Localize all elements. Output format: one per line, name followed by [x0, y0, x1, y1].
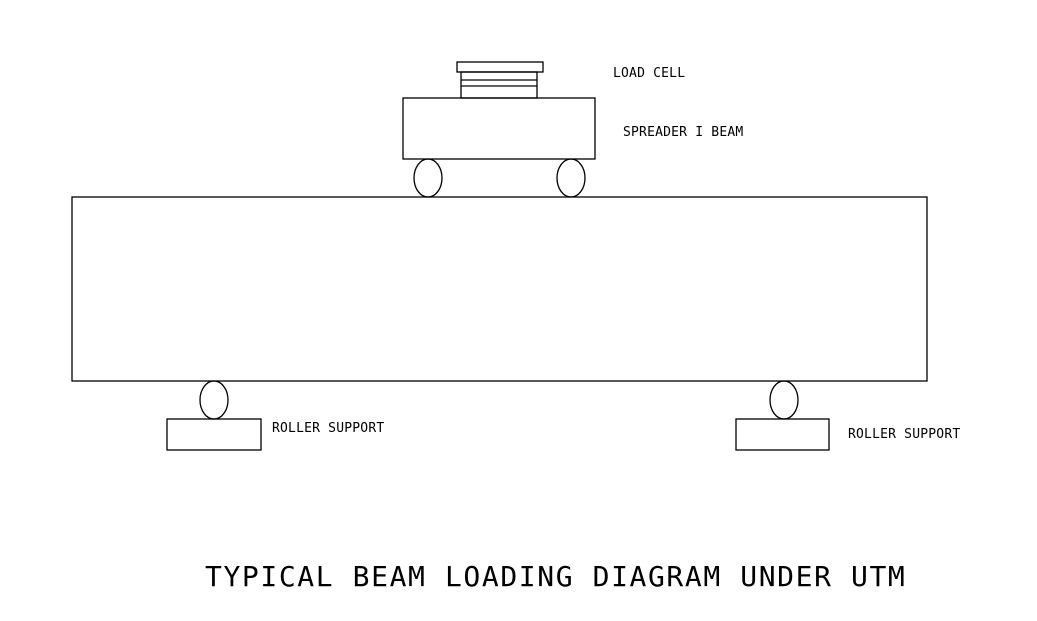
- spreader-beam-label: SPREADER I BEAM: [623, 125, 743, 140]
- diagram-title: TYPICAL BEAM LOADING DIAGRAM UNDER UTM: [205, 560, 906, 593]
- bottom-roller-right: [769, 380, 799, 420]
- load-cell-label: LOAD CELL: [613, 66, 685, 81]
- top-roller-left: [413, 158, 443, 198]
- load-cell-body: [460, 71, 538, 99]
- support-block-left: [166, 418, 262, 451]
- roller-support-label-left: ROLLER SUPPORT: [272, 421, 384, 436]
- bottom-roller-left: [199, 380, 229, 420]
- support-block-right: [735, 418, 830, 451]
- load-cell-top-plate: [456, 61, 544, 73]
- test-beam: [71, 196, 928, 382]
- roller-support-label-right: ROLLER SUPPORT: [848, 427, 960, 442]
- spreader-beam: [402, 97, 596, 160]
- load-cell: [456, 61, 544, 99]
- top-roller-right: [556, 158, 586, 198]
